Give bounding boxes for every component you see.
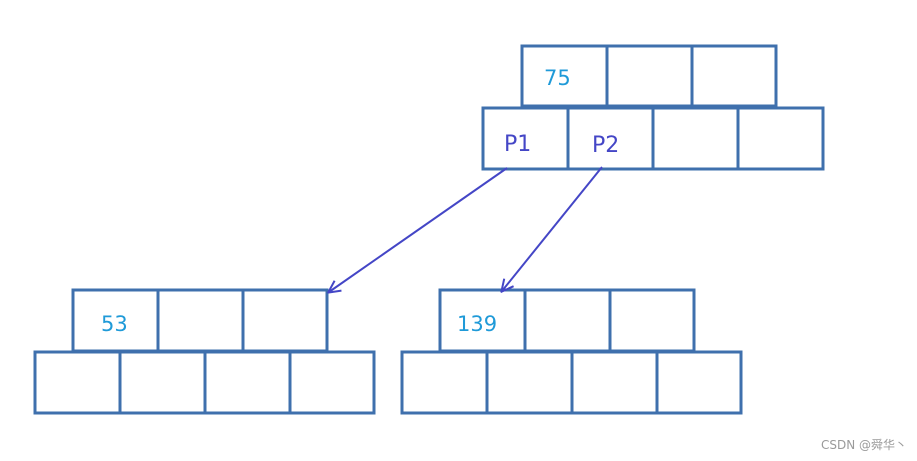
root-pointer-cell-3 xyxy=(651,106,740,171)
left-key-cell-2 xyxy=(156,288,245,353)
right-key-1: 139 xyxy=(457,312,497,336)
left-key-cell-3 xyxy=(241,288,329,353)
root-key-row: 75 xyxy=(520,44,778,108)
right-pointer-cell-3 xyxy=(570,350,659,415)
left-child-node: 53 xyxy=(33,288,376,415)
left-pointer-cell-3 xyxy=(203,350,292,415)
root-pointer-cell-1 xyxy=(481,106,570,171)
root-key-cell-2 xyxy=(605,44,694,108)
root-pointer-row: P1 P2 xyxy=(481,106,825,171)
right-pointer-row xyxy=(400,350,743,415)
left-pointer-row xyxy=(33,350,376,415)
root-pointer-p2: P2 xyxy=(592,133,619,158)
left-pointer-cell-1 xyxy=(33,350,122,415)
left-key-1: 53 xyxy=(101,312,128,336)
right-pointer-cell-1 xyxy=(400,350,489,415)
watermark: CSDN @舜华丶 xyxy=(820,438,907,452)
root-key-cell-3 xyxy=(690,44,778,108)
right-pointer-cell-4 xyxy=(655,350,743,415)
right-key-cell-3 xyxy=(608,288,696,353)
right-key-row: 139 xyxy=(438,288,696,353)
left-pointer-cell-2 xyxy=(118,350,207,415)
left-key-row: 53 xyxy=(71,288,329,353)
arrow-p1-to-left xyxy=(329,167,508,292)
root-pointer-p1: P1 xyxy=(504,132,531,157)
root-key-cell-1 xyxy=(520,44,609,108)
arrow-p2-to-right xyxy=(502,166,603,291)
left-pointer-cell-4 xyxy=(288,350,376,415)
right-child-node: 139 xyxy=(400,288,743,415)
root-node: 75 P1 P2 xyxy=(481,44,825,171)
root-pointer-cell-4 xyxy=(736,106,825,171)
root-key-1: 75 xyxy=(544,66,571,90)
right-key-cell-2 xyxy=(523,288,612,353)
right-pointer-cell-2 xyxy=(485,350,574,415)
root-pointer-cell-2 xyxy=(566,106,655,171)
